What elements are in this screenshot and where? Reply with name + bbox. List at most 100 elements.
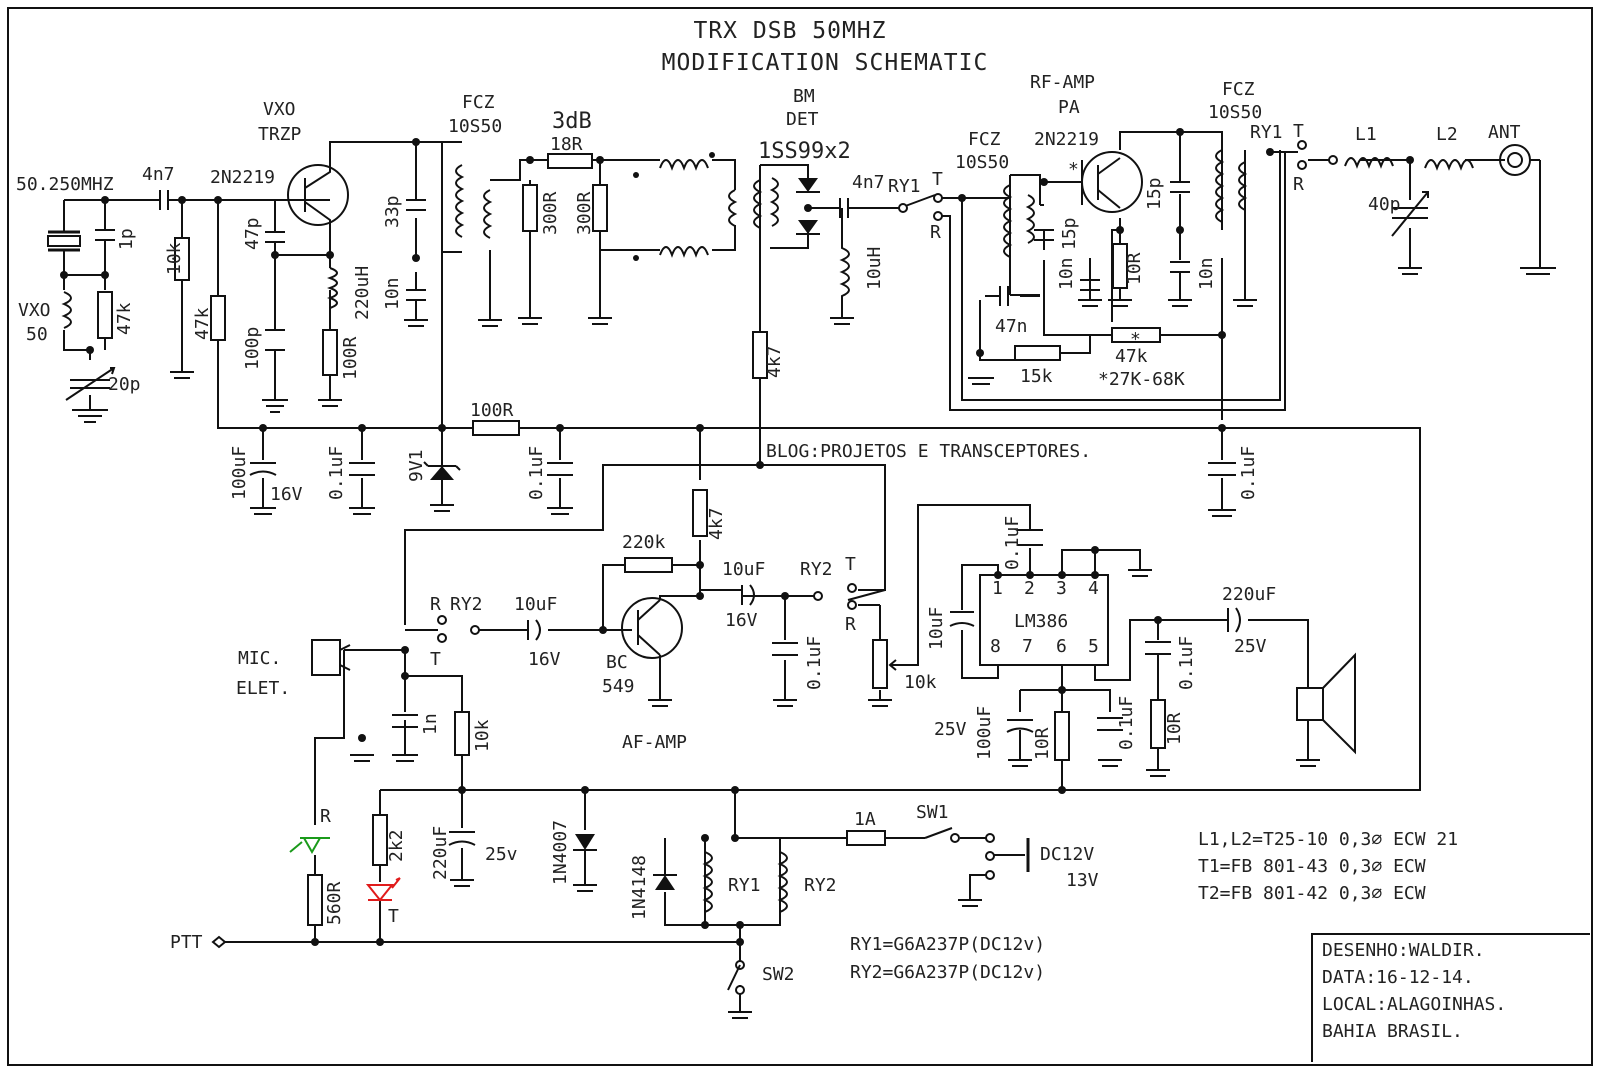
junction (581, 786, 589, 794)
cap-100uf-b-label: 100uF (974, 706, 995, 760)
dc-jack-contact-1[interactable] (985, 833, 995, 843)
ry1-coil-icon (702, 851, 713, 913)
filter-attenuator (406, 138, 640, 432)
ry2-a-contact-common[interactable] (470, 625, 480, 635)
lm386-label: LM386 (1014, 611, 1068, 632)
ry2-b-contact-t[interactable] (847, 583, 857, 593)
q2-label: 2N2219 (1034, 129, 1099, 150)
res-4k7-b-label: 4k7 (706, 507, 727, 540)
capacitor-01uf-e-icon (1017, 529, 1043, 546)
ry2-a-contact-t[interactable] (437, 633, 447, 643)
sheet-border (7, 7, 1593, 1066)
junction (1040, 178, 1048, 186)
antenna-label: ANT (1488, 122, 1521, 143)
mic-label-2: ELET. (236, 678, 290, 699)
capacitor-01uf-d-icon (772, 642, 798, 656)
diode-1ss99-b-icon (798, 220, 818, 234)
res-10r-a-label: 10R (1124, 252, 1145, 285)
capacitor-10n-b-icon (1080, 279, 1100, 291)
ry1-contact-t[interactable] (933, 193, 943, 203)
ry1-contact-r[interactable] (933, 211, 943, 221)
capacitor-10uf-b-icon (741, 584, 755, 606)
coil-note-1: L1,L2=T25-10 0,3∅ ECW 21 (1198, 829, 1458, 850)
junction (1116, 226, 1124, 234)
ry1-b-contact-r[interactable] (1297, 160, 1307, 170)
res-100r-a-label: 100R (340, 336, 361, 380)
res-select-range-note: *27K-68K (1098, 369, 1185, 390)
title-line-2: MODIFICATION SCHEMATIC (662, 50, 989, 76)
capacitor-01uf-c-icon (1208, 462, 1236, 476)
credit-author: DESENHO:WALDIR. (1322, 940, 1485, 961)
credit-location: LOCAL:ALAGOINHAS. (1322, 994, 1506, 1015)
ry2-b-contact-common[interactable] (813, 591, 823, 601)
cap-4n7-a-label: 4n7 (142, 164, 175, 185)
sw2-switch-icon[interactable] (727, 964, 741, 991)
cap-4n7-b-label: 4n7 (852, 172, 885, 193)
ry1-b-contact-t[interactable] (1297, 140, 1307, 150)
q3-transistor-icon (621, 597, 683, 659)
ry1-contact-common[interactable] (898, 203, 908, 213)
zener-9v1-label: 9V1 (406, 449, 427, 482)
cap-15p-c-label: 15p (1144, 177, 1165, 210)
trimmer-40p-label: 40p (1368, 194, 1401, 215)
coil-note-3: T2=FB 801-42 0,3∅ ECW (1198, 883, 1426, 904)
cap-10uf-a-label: 10uF (514, 594, 557, 615)
res-560r-label: 560R (324, 881, 345, 925)
bm-coil-bottom-icon (659, 246, 709, 258)
ptt-terminal-icon[interactable] (211, 935, 227, 949)
cap-220uf-b-label: 220uF (430, 826, 451, 880)
sw2-contact-bottom[interactable] (735, 985, 745, 995)
sw1-contact (950, 833, 960, 843)
ry2-b-contact-r[interactable] (847, 600, 857, 610)
diodes-heading: 1SS99x2 (758, 139, 851, 164)
sw1-switch-icon[interactable] (924, 827, 953, 839)
res-47k-a-label: 47k (114, 302, 135, 335)
capacitor-47p-icon (265, 231, 285, 243)
junction (358, 424, 366, 432)
led-tx-icon (365, 884, 395, 902)
ry1-b-contact-common[interactable] (1328, 155, 1338, 165)
crystal-plates-icon (48, 230, 80, 252)
sw1-label: SW1 (916, 802, 949, 823)
crystal-frequency-label: 50.250MHZ (16, 174, 114, 195)
junction (1218, 331, 1226, 339)
ry2-coil-icon (777, 851, 788, 913)
choke-10uh-icon (839, 208, 850, 318)
credit-box: DESENHO:WALDIR. DATA:16-12-14. LOCAL:ALA… (1311, 933, 1590, 1062)
ry2-a-contact-r[interactable] (437, 615, 447, 625)
junction (976, 349, 984, 357)
potentiometer-10k-icon[interactable] (872, 639, 888, 689)
capacitor-01uf-b-icon (547, 462, 573, 476)
diode-1n4007-label: 1N4007 (550, 820, 571, 885)
capacitor-10uf-a-icon (527, 619, 541, 641)
electret-mic-icon[interactable] (311, 639, 351, 676)
resistor-300r-b-icon (592, 184, 608, 232)
cap-25v-a-label: 25V (934, 719, 967, 740)
vxo-heading: VXO (263, 99, 296, 120)
junction (178, 196, 186, 204)
cap-01uf-c-label: 0.1uF (1238, 446, 1259, 500)
oscillator-stage (265, 141, 416, 400)
junction (696, 424, 704, 432)
junction (731, 786, 739, 794)
junction (1266, 148, 1274, 156)
resistor-100r-b-icon (472, 420, 520, 436)
res-18r-label: 18R (550, 134, 583, 155)
res-300r-a-label: 300R (540, 191, 561, 235)
choke-220uh-label: 220uH (352, 266, 373, 320)
junction (86, 346, 94, 354)
cap-47p-label: 47p (242, 217, 263, 250)
dc-jack-contact-3[interactable] (985, 870, 995, 880)
capacitor-4n7-a-icon (159, 190, 169, 210)
junction (376, 938, 384, 946)
lm386-chip (979, 574, 1109, 666)
relay-note-1: RY1=G6A237P(DC12v) (850, 934, 1045, 955)
capacitor-01uf-g-icon (1145, 641, 1171, 655)
dc-jack-contact-2[interactable] (985, 851, 995, 861)
junction (1058, 686, 1066, 694)
trimmer-20p-label: 20p (108, 374, 141, 395)
junction (412, 254, 420, 262)
res-100r-b-label: 100R (470, 400, 514, 421)
cap-16v-b-label: 16V (528, 649, 561, 670)
resistor-10r-b-icon (1054, 711, 1070, 761)
